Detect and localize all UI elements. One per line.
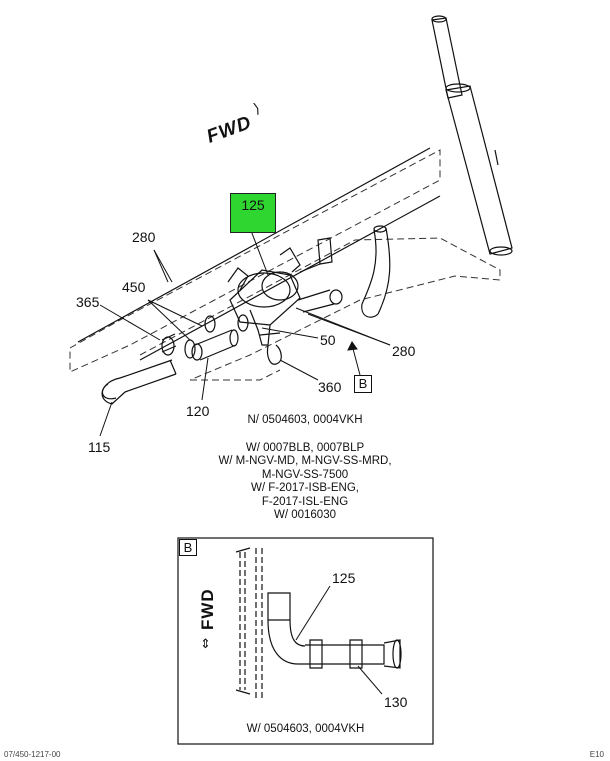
note-line-7: W/ 0016030 bbox=[273, 509, 336, 521]
note-line-2: W/ 0007BLB, 0007BLP bbox=[245, 441, 365, 454]
strap-360 bbox=[266, 344, 282, 365]
frame-rail bbox=[77, 147, 441, 361]
footer-doc-id: 07/450-1217-00 bbox=[4, 750, 61, 759]
note-line-4: M-NGV-SS-7500 bbox=[261, 468, 349, 481]
outlet-elbow bbox=[297, 225, 391, 318]
detail-fwd-arrow-icon: ⇕ bbox=[200, 636, 211, 651]
callout-280-lower[interactable]: 280 bbox=[392, 343, 416, 359]
view-ref-b[interactable]: B bbox=[354, 375, 372, 393]
callout-280-upper[interactable]: 280 bbox=[132, 229, 156, 245]
detail-fwd-label: FWD bbox=[198, 588, 217, 630]
note-line-6: F-2017-ISL-ENG bbox=[261, 495, 349, 508]
clamp-450 bbox=[184, 314, 249, 359]
callout-360[interactable]: 360 bbox=[318, 379, 342, 395]
callout-450[interactable]: 450 bbox=[122, 279, 146, 295]
callout-50[interactable]: 50 bbox=[320, 332, 336, 348]
detail-callout-125[interactable]: 125 bbox=[332, 570, 356, 586]
applicability-notes: N/ 0504603, 0004VKH W/ 0007BLB, 0007BLP … bbox=[0, 414, 610, 523]
note-line-3: W/ M-NGV-MD, M-NGV-SS-MRD, bbox=[218, 455, 392, 467]
callout-120[interactable]: 120 bbox=[186, 403, 210, 419]
clamp-365 bbox=[161, 333, 177, 356]
detail-view-title: B bbox=[179, 539, 197, 556]
bracket-50 bbox=[249, 309, 281, 346]
air-cleaner-125 bbox=[227, 247, 301, 326]
note-line-5: W/ F-2017-ISB-ENG, bbox=[251, 482, 359, 494]
exhaust-stack bbox=[431, 15, 513, 256]
callout-125-label: 125 bbox=[241, 197, 265, 213]
note-line-1: N/ 0504603, 0004VKH bbox=[247, 414, 363, 426]
footer-page-id: E10 bbox=[589, 750, 604, 759]
tube-120 bbox=[191, 329, 239, 361]
detail-footnote: W/ 0504603, 0004VKH bbox=[246, 723, 365, 735]
callout-125-highlight[interactable]: 125 bbox=[230, 193, 276, 233]
mount-bracket bbox=[299, 237, 333, 273]
frame-rail-outline bbox=[69, 149, 441, 373]
intake-tube-115 bbox=[101, 359, 177, 405]
detail-callout-130[interactable]: 130 bbox=[384, 694, 408, 710]
detail-view-b bbox=[177, 537, 434, 745]
callout-115[interactable]: 115 bbox=[88, 439, 111, 455]
callout-365[interactable]: 365 bbox=[76, 294, 100, 310]
